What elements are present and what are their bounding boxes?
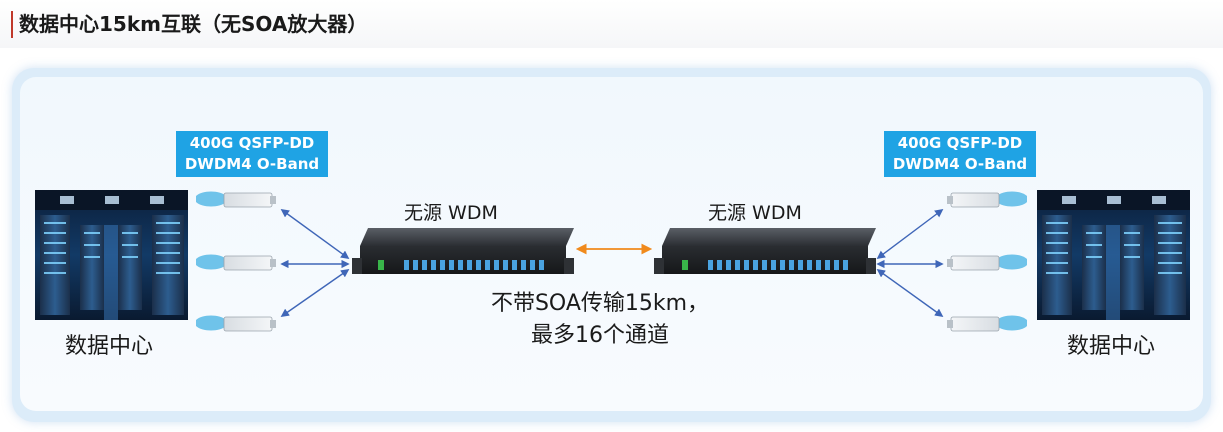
right-transceiver-bottom [947, 315, 1027, 332]
left-wdm-unit [352, 228, 574, 274]
page-title: 数据中心15km互联（无SOA放大器） [19, 12, 368, 36]
link-note-line2: 最多16个通道 [531, 323, 669, 348]
right-transceiver-middle [947, 254, 1027, 271]
right-module-label: 400G QSFP-DD DWDM4 O-Band [884, 131, 1036, 177]
right-datacenter-label: 数据中心 [1067, 334, 1156, 359]
left-module-label-line2: DWDM4 O-Band [184, 155, 320, 173]
left-fiber-link-top [280, 209, 350, 259]
left-fiber-links [280, 209, 350, 317]
left-module-label-line1: 400G QSFP-DD [189, 134, 315, 152]
left-transceiver-bottom [196, 315, 276, 332]
left-transceiver-top [196, 191, 276, 208]
left-transceiver-middle [196, 254, 276, 271]
left-module-label: 400G QSFP-DD DWDM4 O-Band [176, 131, 328, 177]
left-wdm-label: 无源 WDM [404, 202, 498, 224]
right-wdm-unit [654, 228, 876, 274]
left-datacenter-label: 数据中心 [65, 334, 154, 359]
title-accent-bar [11, 11, 13, 38]
right-fiber-links [876, 208, 944, 317]
right-fiber-link-bottom [876, 269, 944, 317]
link-note-line1: 不带SOA传输15km， [490, 291, 710, 316]
diagram-panel [12, 68, 1211, 422]
right-datacenter-image [1037, 190, 1190, 320]
right-wdm-label: 无源 WDM [708, 202, 802, 224]
left-datacenter-image [35, 190, 188, 320]
right-transceiver-top [947, 191, 1027, 208]
right-module-label-line1: 400G QSFP-DD [897, 134, 1023, 152]
right-module-label-line2: DWDM4 O-Band [892, 155, 1028, 173]
left-fiber-link-bottom [280, 269, 350, 317]
link-note: 不带SOA传输15km， 最多16个通道 [470, 288, 730, 352]
header-bar [0, 0, 1223, 48]
right-fiber-link-top [876, 208, 944, 260]
